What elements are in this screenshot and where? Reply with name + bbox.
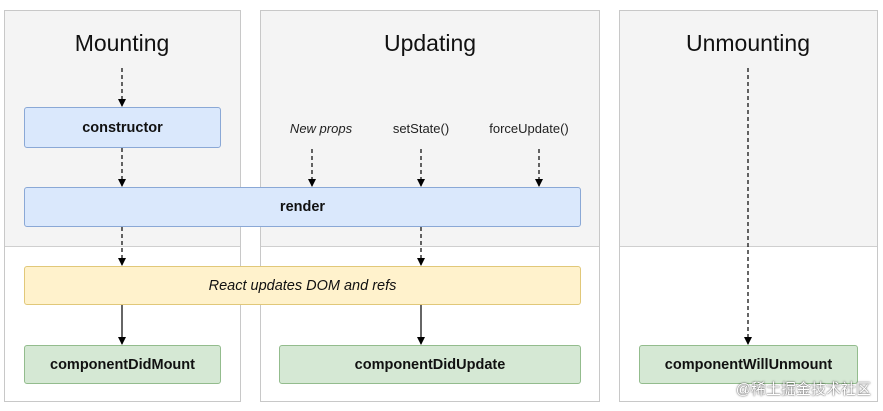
component-did-mount-box: componentDidMount (24, 345, 221, 384)
new-props-label: New props (289, 121, 353, 136)
constructor-box: constructor (24, 107, 221, 148)
panel-divider (620, 246, 877, 247)
force-update-label: forceUpdate() (489, 121, 569, 136)
panel-divider (5, 246, 240, 247)
mounting-title: Mounting (74, 30, 170, 56)
render-box: render (24, 187, 581, 227)
unmounting-title: Unmounting (685, 30, 811, 56)
unmounting-panel (619, 10, 878, 402)
updating-title: Updating (383, 30, 477, 56)
component-will-unmount-box: componentWillUnmount (639, 345, 858, 384)
component-did-update-box: componentDidUpdate (279, 345, 581, 384)
react-updates-dom-box: React updates DOM and refs (24, 266, 581, 305)
site-watermark: @稀土掘金技术社区 (735, 381, 871, 398)
panel-divider (261, 246, 599, 247)
set-state-label: setState() (392, 121, 450, 136)
